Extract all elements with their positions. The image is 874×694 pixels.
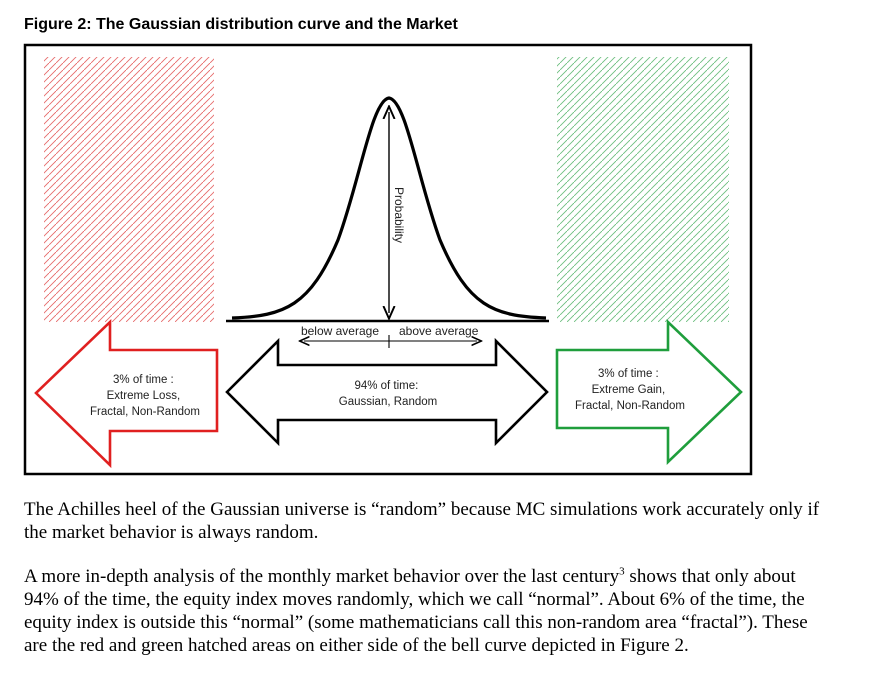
probability-label: Probability (392, 187, 406, 243)
above-average-label: above average (399, 324, 479, 338)
paragraph-analysis-start: A more in-depth analysis of the monthly … (24, 566, 620, 587)
footnote-ref[interactable]: 3 (619, 565, 625, 578)
red-hatched-area (44, 57, 214, 322)
figure-caption: Figure 2: The Gaussian distribution curv… (24, 16, 458, 33)
bell-curve (231, 96, 547, 320)
paragraph-analysis-end: shows that only about 94% of the time, t… (24, 566, 808, 656)
gaussian-market-figure: Probability below average above average … (23, 43, 753, 476)
extreme-gain-text: 3% of time : Extreme Gain, Fractal, Non-… (575, 368, 685, 412)
gaussian-random-arrow (225, 337, 549, 447)
below-average-label: below average (301, 324, 379, 338)
green-hatched-area (557, 57, 729, 322)
figure-frame (23, 43, 753, 476)
paragraph-analysis: A more in-depth analysis of the monthly … (24, 565, 824, 657)
paragraph-achilles-heel: The Achilles heel of the Gaussian univer… (24, 499, 820, 543)
extreme-gain-arrow (555, 318, 743, 466)
extreme-loss-text: 3% of time : Extreme Loss, Fractal, Non-… (90, 374, 200, 418)
extreme-loss-arrow (34, 318, 219, 469)
gaussian-random-text: 94% of time: Gaussian, Random (339, 380, 437, 408)
